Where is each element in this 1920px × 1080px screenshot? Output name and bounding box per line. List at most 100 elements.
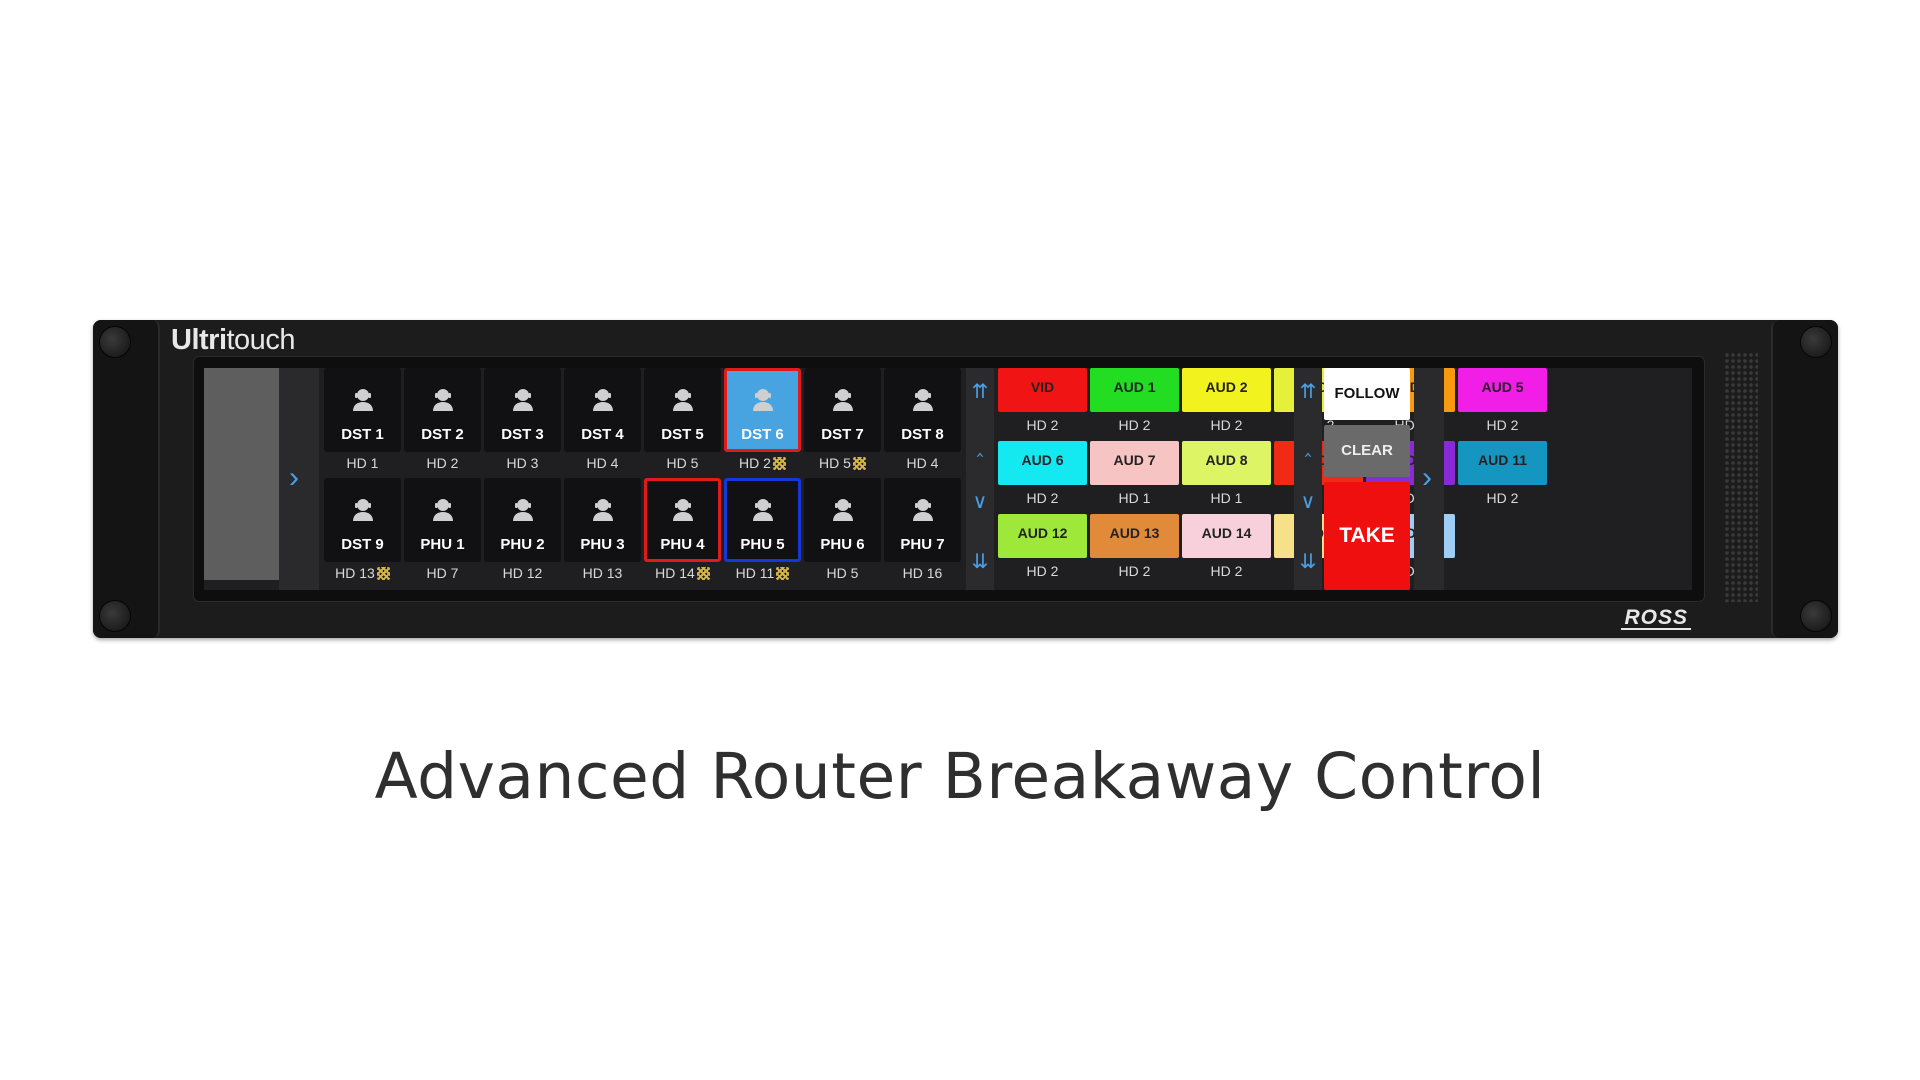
destination-source-readout: HD 3	[506, 455, 539, 471]
chevron-down-icon[interactable]: ∨	[1300, 491, 1316, 513]
source-readout: HD 2	[1118, 417, 1151, 433]
chevron-right-icon[interactable]: ›	[1422, 461, 1432, 494]
headset-user-icon	[510, 386, 536, 412]
destination-label: DST 7	[821, 426, 864, 443]
headset-user-icon	[830, 386, 856, 412]
blank-panel	[204, 368, 279, 580]
chevron-up-icon[interactable]: ‸	[1304, 435, 1312, 457]
destination-button[interactable]: PHU 6	[804, 478, 881, 562]
destination-button[interactable]: DST 9	[324, 478, 401, 562]
source-readout: HD 2	[1486, 417, 1519, 433]
screw-icon	[99, 600, 131, 632]
headset-user-icon	[910, 386, 936, 412]
headset-user-icon	[750, 496, 776, 522]
headset-user-icon	[590, 496, 616, 522]
destination-source-readout: HD 7	[426, 565, 459, 581]
source-scroll-strip: ⇈ ‸ ∨ ⇊	[1294, 368, 1322, 590]
destination-label: PHU 6	[820, 536, 865, 553]
destination-label: PHU 7	[900, 536, 945, 553]
speaker-grille	[1724, 352, 1758, 602]
destination-button[interactable]: DST 3	[484, 368, 561, 452]
destination-source-readout: HD 5	[826, 565, 859, 581]
source-readout: HD 2	[1486, 490, 1519, 506]
destination-label: DST 4	[581, 426, 624, 443]
source-button[interactable]: AUD 1	[1090, 368, 1179, 412]
destination-label: PHU 4	[660, 536, 705, 553]
destination-label: DST 3	[501, 426, 544, 443]
double-chevron-up-icon[interactable]: ⇈	[971, 381, 989, 403]
source-readout: HD 2	[1210, 417, 1243, 433]
breakaway-indicator-icon	[696, 567, 710, 580]
headset-user-icon	[430, 496, 456, 522]
destination-label: PHU 1	[420, 536, 465, 553]
destination-label: PHU 3	[580, 536, 625, 553]
destination-source-readout: HD 14	[644, 562, 721, 584]
destination-source-readout: HD 13	[324, 562, 401, 584]
destination-source-readout: HD 5	[804, 452, 881, 474]
source-readout: HD 2	[1026, 417, 1059, 433]
take-button[interactable]: TAKE	[1324, 482, 1410, 590]
chevron-down-icon[interactable]: ∨	[972, 491, 988, 513]
source-button[interactable]: AUD 12	[998, 514, 1087, 558]
breakaway-indicator-icon	[852, 457, 866, 470]
screw-icon	[99, 326, 131, 358]
headset-user-icon	[430, 386, 456, 412]
double-chevron-down-icon[interactable]: ⇊	[971, 551, 989, 573]
destination-button[interactable]: PHU 2	[484, 478, 561, 562]
ross-logo: ROSS	[1621, 607, 1691, 630]
headset-user-icon	[670, 496, 696, 522]
source-button[interactable]: AUD 7	[1090, 441, 1179, 485]
destination-source-readout: HD 2	[724, 452, 801, 474]
source-button[interactable]: AUD 13	[1090, 514, 1179, 558]
destination-source-readout: HD 12	[502, 565, 543, 581]
brand-logo: Ultritouch	[171, 324, 295, 356]
destination-button[interactable]: PHU 1	[404, 478, 481, 562]
clear-button[interactable]: CLEAR	[1324, 425, 1410, 477]
source-button[interactable]: AUD 5	[1458, 368, 1547, 412]
source-button[interactable]: AUD 2	[1182, 368, 1271, 412]
destination-button[interactable]: DST 4	[564, 368, 641, 452]
source-button[interactable]: VID	[998, 368, 1087, 412]
destination-button[interactable]: PHU 4	[644, 478, 721, 562]
source-readout: HD 2	[1026, 490, 1059, 506]
double-chevron-up-icon[interactable]: ⇈	[1299, 381, 1317, 403]
breakaway-indicator-icon	[776, 567, 790, 580]
destination-label: DST 8	[901, 426, 944, 443]
double-chevron-down-icon[interactable]: ⇊	[1299, 551, 1317, 573]
destination-source-readout: HD 5	[666, 455, 699, 471]
right-page-strip: ›	[1414, 368, 1444, 590]
rack-ear-right	[1771, 320, 1838, 638]
destination-label: PHU 5	[740, 536, 785, 553]
destination-button[interactable]: PHU 5	[724, 478, 801, 562]
source-button[interactable]: AUD 8	[1182, 441, 1271, 485]
destination-button[interactable]: DST 6	[724, 368, 801, 452]
screw-icon	[1800, 326, 1832, 358]
source-readout: HD 1	[1210, 490, 1243, 506]
rack-ear-left	[93, 320, 160, 638]
destination-button[interactable]: DST 8	[884, 368, 961, 452]
destination-button[interactable]: PHU 3	[564, 478, 641, 562]
headset-user-icon	[350, 386, 376, 412]
source-button[interactable]: AUD 11	[1458, 441, 1547, 485]
destination-button[interactable]: PHU 7	[884, 478, 961, 562]
headset-user-icon	[590, 386, 616, 412]
source-button[interactable]: AUD 6	[998, 441, 1087, 485]
source-readout: HD 2	[1210, 563, 1243, 579]
source-button[interactable]: AUD 14	[1182, 514, 1271, 558]
destination-button[interactable]: DST 5	[644, 368, 721, 452]
destination-label: DST 2	[421, 426, 464, 443]
destination-button[interactable]: DST 7	[804, 368, 881, 452]
headset-user-icon	[750, 386, 776, 412]
follow-button[interactable]: FOLLOW	[1324, 368, 1410, 420]
destination-button[interactable]: DST 1	[324, 368, 401, 452]
chevron-up-icon[interactable]: ‸	[976, 435, 984, 457]
destination-source-readout: HD 4	[906, 455, 939, 471]
screen-bezel: › DST 1 HD 1 DST 2 HD 2 DST 3 HD 3 DST 4 HD 4 DS…	[193, 356, 1705, 602]
headset-user-icon	[830, 496, 856, 522]
chevron-right-icon[interactable]: ›	[289, 461, 299, 494]
destination-button[interactable]: DST 2	[404, 368, 481, 452]
screw-icon	[1800, 600, 1832, 632]
breakaway-indicator-icon	[376, 567, 390, 580]
destination-source-readout: HD 16	[902, 565, 943, 581]
